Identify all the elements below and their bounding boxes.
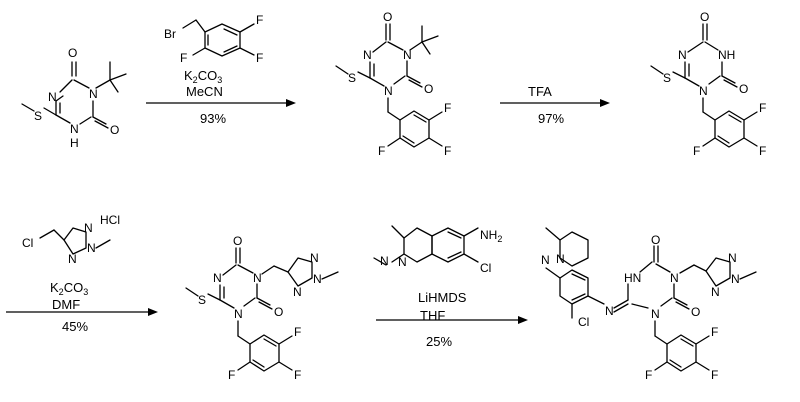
starting-material: O N O N H S N [21, 46, 127, 150]
product-atom-hn: HN [624, 271, 641, 285]
sm-atom-nh: N [70, 122, 79, 136]
product-atom-ind-n1: N [541, 253, 550, 267]
reaction2-arrowhead [600, 99, 610, 107]
int1-atom-f3: F [378, 144, 385, 158]
int3-atom-n2: N [234, 307, 243, 321]
int3-atom-tn1: N [310, 251, 319, 265]
int2-atom-f2: F [759, 144, 766, 158]
int3-atom-o2: O [274, 305, 283, 319]
intermediate-3: O N N N N O N S N F F F [185, 234, 339, 382]
int1-atom-f1: F [444, 101, 451, 115]
reaction3-arrowhead [148, 308, 158, 316]
reagent3-atom-n1: N [84, 221, 93, 235]
int1-atom-o1: O [383, 10, 392, 24]
sm-atom-s: S [34, 109, 42, 123]
int3-atom-o1: O [233, 234, 242, 248]
reaction3-condition-base: K2CO3 [50, 280, 88, 297]
reagent-4-structure: N N NH2 Cl [373, 225, 502, 275]
int3-atom-s: S [198, 293, 206, 307]
product-atom-tn2: N [731, 272, 740, 286]
intermediate-1: O N O N S N F F F [335, 10, 451, 158]
reagent-1-structure: Br F F F [164, 13, 263, 65]
int2-atom-o1: O [700, 10, 709, 24]
product-atom-imine-n: N [605, 304, 614, 318]
reagent4-atom-n2: N [398, 255, 407, 269]
reaction2-condition: TFA [528, 84, 552, 99]
product-atom-n2: N [651, 307, 660, 321]
product-atom-f1: F [711, 325, 718, 339]
int2-atom-n1: N [699, 84, 708, 98]
sm-atom-n1: N [89, 87, 98, 101]
reaction4-condition-base: LiHMDS [418, 290, 467, 305]
reagent4-atom-n1: N [380, 254, 389, 268]
sm-atom-o2: O [110, 123, 119, 137]
int3-atom-tn2: N [313, 272, 322, 286]
reaction1-condition-solvent: MeCN [186, 84, 223, 99]
final-product: N N Cl N HN O N N N N O N [541, 227, 757, 382]
int2-atom-f1: F [759, 101, 766, 115]
reaction2-yield: 97% [538, 111, 564, 126]
reagent1-atom-br: Br [164, 27, 176, 41]
reagent1-atom-f1: F [256, 13, 263, 27]
sm-atom-o1: O [68, 46, 77, 60]
reaction4-condition-solvent: THF [420, 308, 445, 323]
int2-atom-s: S [663, 71, 671, 85]
reaction4-yield: 25% [426, 334, 452, 349]
product-atom-f3: F [645, 368, 652, 382]
int3-atom-n1: N [253, 271, 262, 285]
product-atom-f2: F [711, 368, 718, 382]
int3-atom-f2: F [294, 368, 301, 382]
product-atom-n1: N [670, 271, 679, 285]
reagent1-atom-f2: F [256, 51, 263, 65]
int3-atom-f1: F [294, 325, 301, 339]
int2-atom-o2: O [739, 82, 748, 96]
reagent3-atom-cl: Cl [22, 236, 33, 250]
reagent1-atom-f3: F [180, 51, 187, 65]
int1-atom-f2: F [444, 144, 451, 158]
reagent4-atom-nh2: NH2 [480, 228, 502, 244]
reaction4-arrowhead [518, 316, 528, 324]
int1-atom-n2: N [384, 84, 393, 98]
int3-atom-tn3: N [293, 285, 302, 299]
product-atom-cl: Cl [578, 315, 589, 329]
int2-atom-f3: F [693, 144, 700, 158]
reagent4-atom-cl: Cl [480, 261, 491, 275]
reaction1-yield: 93% [200, 111, 226, 126]
int1-atom-s: S [348, 71, 356, 85]
reagent-3-structure: Cl N N N HCl [22, 213, 120, 266]
reaction3-yield: 45% [62, 319, 88, 334]
product-atom-tn3: N [711, 285, 720, 299]
reaction1-condition-base: K2CO3 [184, 68, 222, 85]
product-atom-o1: O [651, 233, 660, 247]
product-atom-o2: O [691, 305, 700, 319]
product-atom-tn1: N [728, 251, 737, 265]
int1-atom-n3: N [363, 48, 372, 62]
sm-atom-n2: N [48, 90, 57, 104]
reaction3-condition-solvent: DMF [52, 297, 80, 312]
product-atom-ind-n2: N [556, 252, 565, 266]
int3-atom-n3: N [213, 271, 222, 285]
int3-atom-f3: F [228, 368, 235, 382]
reaction1-arrowhead [286, 99, 296, 107]
int1-atom-o2: O [424, 82, 433, 96]
intermediate-2: O NH O N S N F F F [650, 10, 766, 158]
int1-atom-n1: N [403, 48, 412, 62]
int2-atom-n2: N [678, 48, 687, 62]
reagent3-hcl: HCl [100, 213, 120, 227]
reagent3-atom-n2: N [87, 241, 96, 255]
reagent3-atom-n3: N [68, 252, 77, 266]
sm-atom-h: H [70, 136, 79, 150]
int2-atom-nh: NH [718, 48, 735, 62]
